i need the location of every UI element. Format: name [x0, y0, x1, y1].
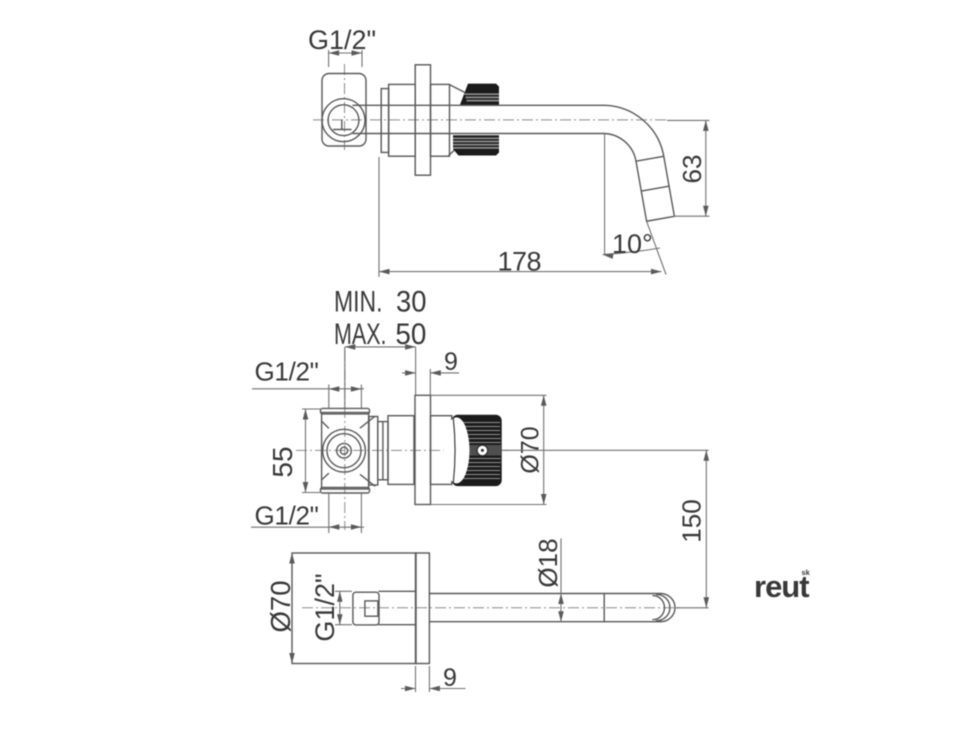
svg-text:55: 55 [267, 446, 298, 477]
svg-text:MAX.50: MAX.50 [334, 318, 426, 351]
svg-text:reut: reut [754, 569, 809, 604]
svg-text:9: 9 [443, 664, 457, 692]
svg-text:Ø18: Ø18 [533, 538, 563, 587]
svg-text:150: 150 [677, 499, 707, 542]
svg-text:G1/2": G1/2" [310, 573, 340, 641]
svg-text:MIN.30: MIN.30 [334, 286, 427, 319]
svg-text:G1/2": G1/2" [308, 25, 376, 55]
svg-text:9: 9 [444, 348, 458, 376]
svg-text:63: 63 [677, 155, 707, 184]
svg-text:178: 178 [498, 247, 542, 277]
svg-text:Ø70: Ø70 [265, 581, 296, 633]
svg-text:sk: sk [802, 568, 811, 577]
svg-text:10°: 10° [612, 229, 653, 259]
svg-text:G1/2": G1/2" [255, 501, 319, 531]
svg-text:G1/2": G1/2" [255, 357, 319, 387]
